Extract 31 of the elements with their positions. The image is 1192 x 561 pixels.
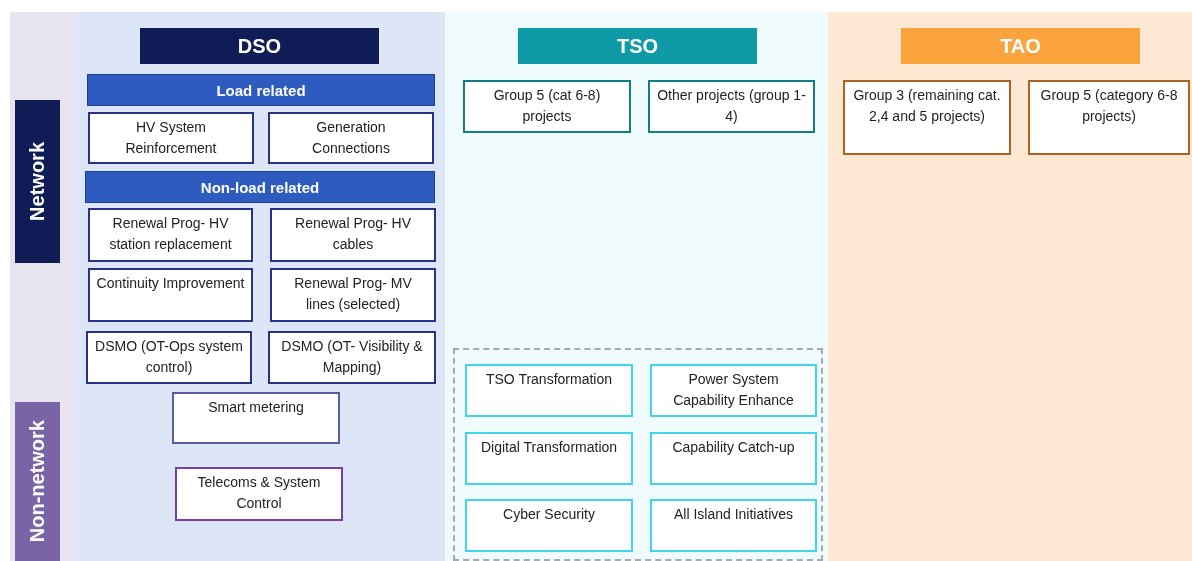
project-box: HV System Reinforcement [88, 112, 254, 164]
project-box: Digital Transformation [465, 432, 633, 485]
project-box: Renewal Prog- HV station replacement [88, 208, 253, 262]
project-box: Capability Catch-up [650, 432, 817, 485]
dashed-group-box [453, 348, 823, 561]
column-heading: TAO [901, 28, 1140, 64]
project-box: Renewal Prog- MV lines (selected) [270, 268, 436, 322]
project-box: Group 3 (remaining cat. 2,4 and 5 projects) [843, 80, 1011, 155]
project-box: Smart metering [172, 392, 340, 444]
project-box: Generation Connections [268, 112, 434, 164]
project-box: DSMO (OT- Visibility & Mapping) [268, 331, 436, 384]
project-box: DSMO (OT-Ops system control) [86, 331, 252, 384]
section-band: Non-network [15, 402, 60, 561]
column-heading: TSO [518, 28, 757, 64]
project-box: Cyber Security [465, 499, 633, 552]
project-box: Continuity Improvement [88, 268, 253, 322]
category-bar: Non-load related [85, 171, 435, 203]
project-box: TSO Transformation [465, 364, 633, 417]
project-box: Group 5 (category 6-8 projects) [1028, 80, 1190, 155]
section-band: Network [15, 100, 60, 263]
column-panel [75, 12, 445, 561]
project-box: Other projects (group 1-4) [648, 80, 815, 133]
project-box: Group 5 (cat 6-8) projects [463, 80, 631, 133]
project-box: All Island Initiatives [650, 499, 817, 552]
project-box: Telecoms & System Control [175, 467, 343, 521]
project-box: Power System Capability Enhance [650, 364, 817, 417]
project-box: Renewal Prog- HV cables [270, 208, 436, 262]
category-bar: Load related [87, 74, 435, 106]
column-heading: DSO [140, 28, 379, 64]
column-panel [445, 12, 828, 561]
column-panel [828, 12, 1192, 561]
